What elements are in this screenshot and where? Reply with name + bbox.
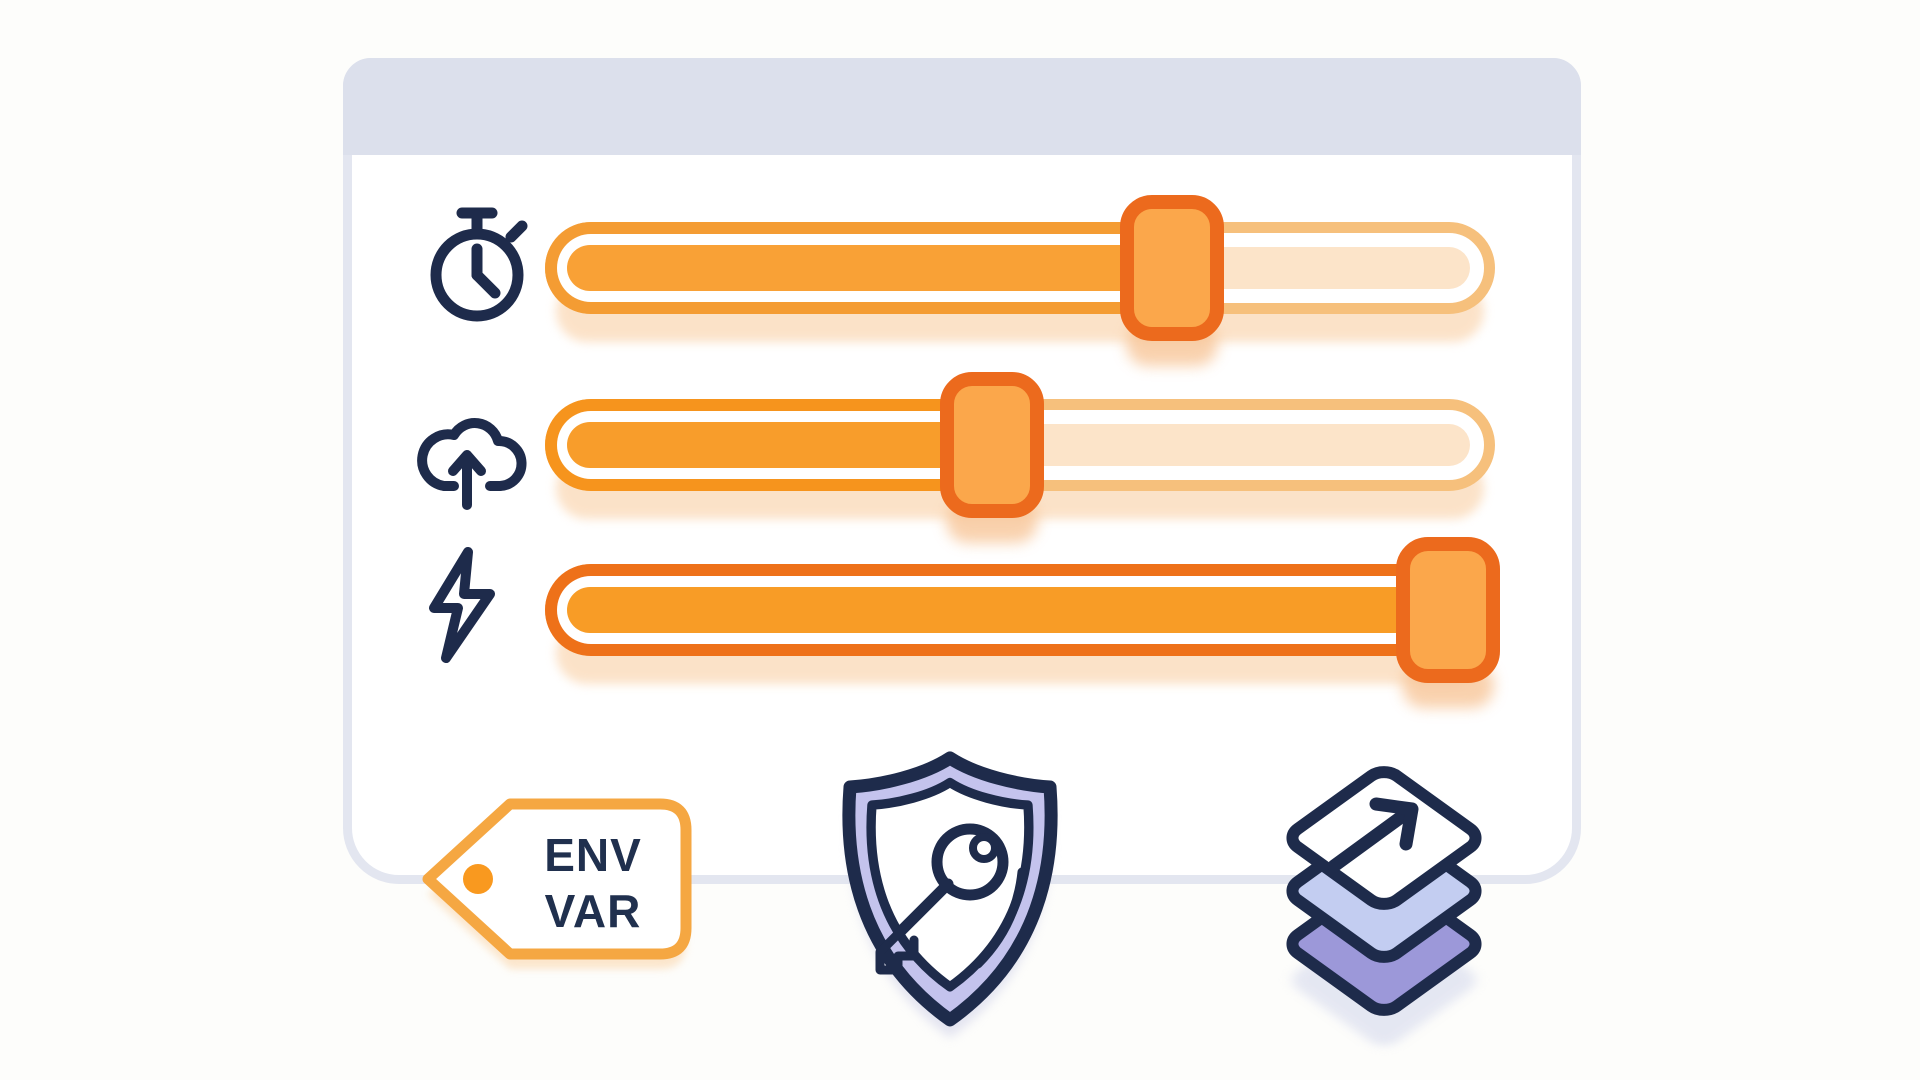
key-icon bbox=[875, 823, 1009, 975]
slider-handle[interactable] bbox=[940, 372, 1044, 518]
shield-inner-arc bbox=[973, 867, 1027, 969]
tag-label-line2: VAR bbox=[544, 885, 642, 937]
tag-label: ENV VAR bbox=[518, 813, 668, 953]
slider-fill bbox=[545, 564, 1450, 656]
lightning-bolt-icon bbox=[429, 547, 495, 663]
env-var-tag[interactable]: ENV VAR bbox=[398, 783, 698, 983]
layers-export-icon[interactable] bbox=[1248, 748, 1518, 1068]
slider-fill-bar bbox=[567, 422, 994, 468]
cloud-upload-icon bbox=[417, 418, 527, 510]
slider-handle[interactable] bbox=[1120, 195, 1224, 341]
slider-fill-bar bbox=[567, 245, 1174, 291]
tag-outline bbox=[422, 798, 692, 960]
panel-title-bar bbox=[343, 58, 1581, 155]
tag-label-line1: ENV bbox=[544, 829, 642, 881]
slider-fill-bar bbox=[567, 587, 1450, 633]
slider-handle[interactable] bbox=[1396, 537, 1500, 683]
slider-fill bbox=[545, 222, 1174, 314]
stopwatch-icon bbox=[430, 207, 528, 322]
tag-hole-dot bbox=[463, 864, 493, 894]
arrow-up-right-icon bbox=[1327, 797, 1419, 873]
shield-key-icon[interactable] bbox=[818, 742, 1082, 1042]
slider-fill bbox=[545, 399, 994, 491]
